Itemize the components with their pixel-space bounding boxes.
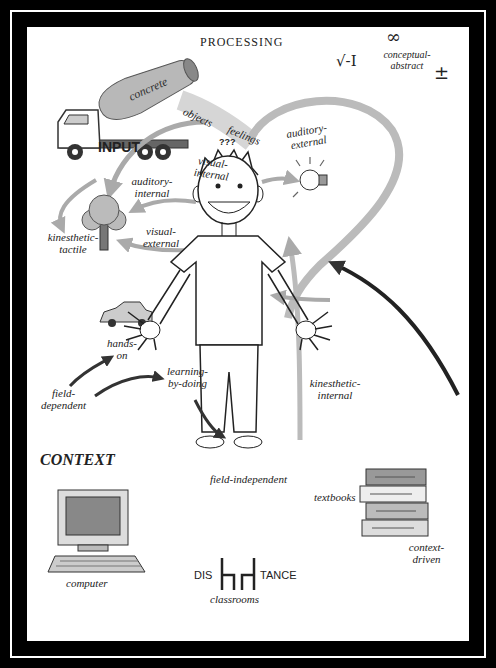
smile: [208, 202, 250, 213]
drum-opening: [181, 56, 202, 83]
bulb-base: [319, 175, 327, 185]
label-text: hands- on: [104, 338, 140, 361]
foot: [234, 436, 262, 448]
label-text: DIS: [194, 570, 212, 582]
gray-arrow: [262, 178, 294, 182]
big-arrow: [334, 264, 458, 395]
truck-window: [64, 115, 88, 124]
keyboard: [48, 556, 145, 572]
dark-arrow: [70, 358, 110, 386]
monitor-base: [78, 545, 108, 551]
label-text: conceptual- abstract: [376, 50, 438, 71]
tree-trunk: [100, 224, 108, 250]
label-text: classrooms: [210, 594, 259, 606]
label-text: ∞: [386, 28, 401, 47]
gray-arrow: [134, 200, 196, 210]
label-text: auditory- external: [280, 121, 335, 153]
monitor: [58, 490, 128, 545]
dark-arrow: [195, 400, 222, 436]
label-text: ???: [219, 138, 236, 147]
label-text: TANCE: [260, 570, 296, 582]
label-text: context- driven: [404, 542, 449, 565]
label-text: ±: [434, 64, 449, 83]
label-text: computer: [66, 578, 108, 590]
label-text: visual- internal: [187, 154, 238, 184]
book-spines: [370, 477, 416, 528]
label-text: field- dependent: [36, 388, 91, 411]
gray-arrow: [290, 244, 300, 440]
wheel-hub: [160, 149, 166, 155]
car-wheel: [108, 319, 116, 327]
fingers: [300, 312, 332, 350]
heart-curve: [250, 101, 399, 318]
truck-wheel: [67, 144, 83, 160]
screen: [66, 497, 120, 535]
label-text: √-I: [336, 54, 357, 70]
label-text: objects: [181, 106, 214, 130]
paper: [27, 27, 469, 641]
keyboard-keys: [56, 561, 141, 566]
car-body: [100, 302, 152, 322]
truck-wheel: [155, 144, 171, 160]
label-text: CONTEXT: [40, 452, 115, 469]
shirt: [171, 236, 285, 345]
label-text: kinesthetic- tactile: [42, 232, 104, 255]
label-text: learning- by-doing: [160, 366, 215, 389]
eye: [238, 184, 243, 189]
dark-arrow: [95, 377, 160, 396]
label-text: INPUT: [98, 140, 140, 155]
chair: [242, 558, 254, 590]
chair: [222, 558, 234, 590]
neck: [222, 222, 236, 236]
wheel-hub: [72, 149, 78, 155]
truck-cab: [58, 110, 100, 148]
foot: [196, 436, 224, 448]
bulb-rays: [293, 157, 324, 197]
light-bulb: [300, 170, 320, 190]
label-text: auditory- internal: [126, 176, 178, 199]
label-text: textbooks: [314, 492, 356, 504]
label-text: PROCESSING: [200, 36, 283, 49]
eye: [216, 184, 221, 189]
label-text: kinesthetic- internal: [304, 378, 366, 401]
frame-line: [11, 11, 485, 657]
legs: [200, 345, 258, 432]
label-text: visual- external: [136, 226, 186, 249]
label-text: field-independent: [210, 474, 287, 486]
tree-crown: [89, 195, 119, 225]
wheel-hub: [142, 149, 148, 155]
